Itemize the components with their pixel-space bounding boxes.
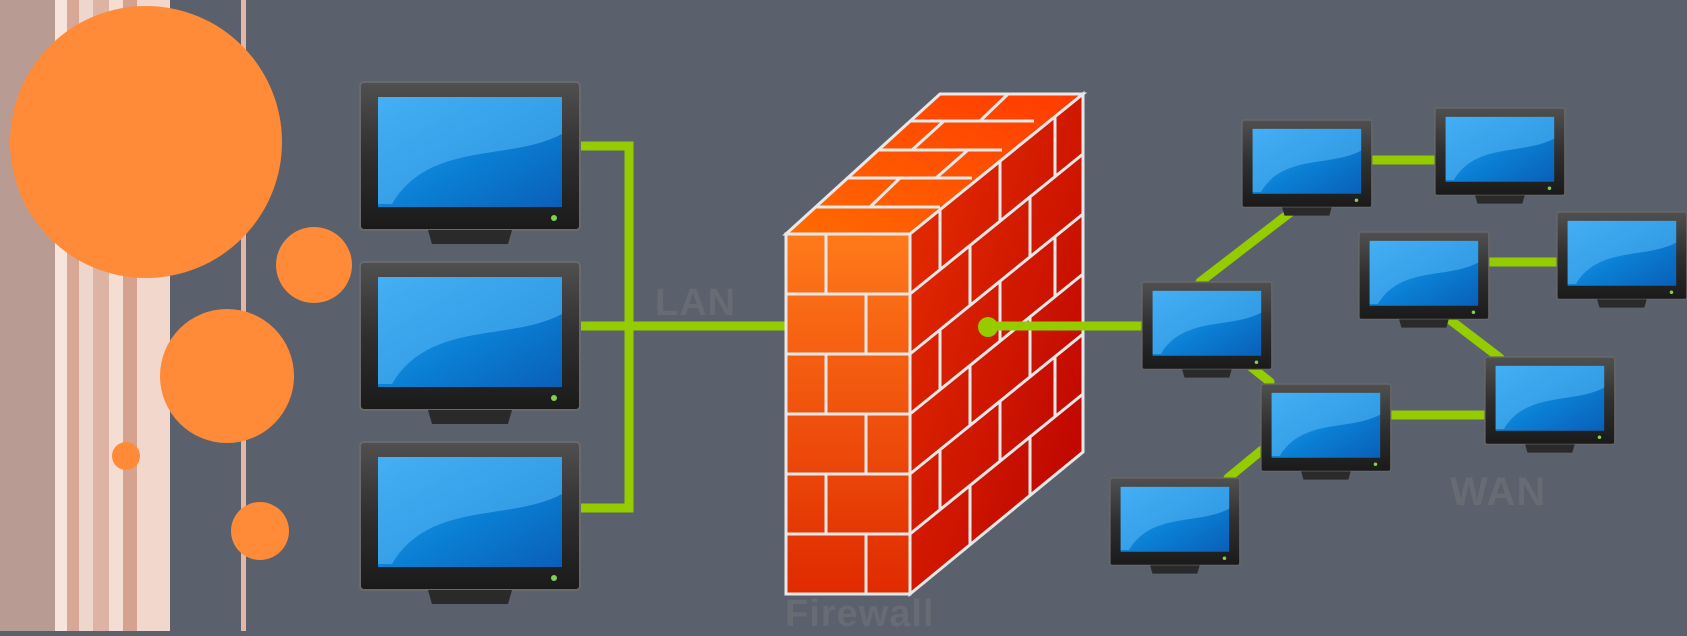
wan-label: WAN [1450, 470, 1547, 514]
wan-computer [1241, 119, 1373, 217]
wan-links [1195, 155, 1565, 483]
wan-computer [1358, 231, 1490, 329]
wan-uplink [978, 317, 1145, 337]
lan-computer [359, 441, 581, 605]
lan-label: LAN [655, 282, 737, 324]
lan-links [578, 141, 795, 513]
lan-computer [359, 261, 581, 425]
wan-computer [1260, 383, 1392, 481]
wan-computer [1109, 477, 1241, 575]
wan-computer [1556, 211, 1687, 309]
lan-computer [359, 81, 581, 245]
wan-computer [1434, 107, 1566, 205]
firewall-label: Firewall [785, 593, 935, 635]
wan-computer [1484, 356, 1616, 454]
brick-firewall-icon [782, 90, 1088, 598]
wan-computer [1141, 281, 1273, 379]
